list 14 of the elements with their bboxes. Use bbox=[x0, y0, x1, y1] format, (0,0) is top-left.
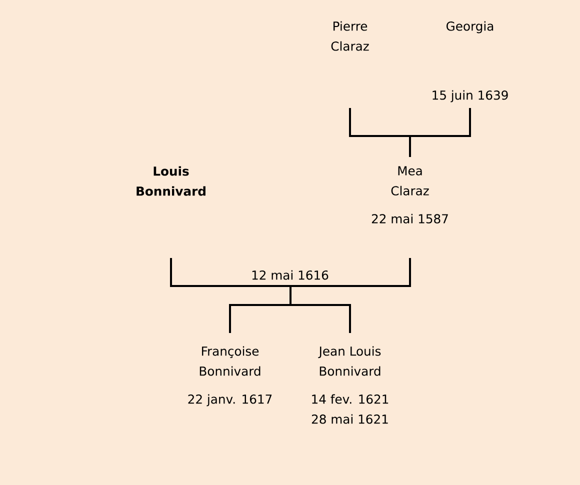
date-text: 15 juin 1639 bbox=[432, 90, 508, 102]
date-text: 14 fev. 1621 bbox=[312, 394, 388, 404]
family-line bbox=[290, 258, 411, 333]
person-name: Pierre Claraz bbox=[331, 21, 369, 51]
person-name: Georgia bbox=[446, 21, 494, 34]
date-text: 12 mai 1616 bbox=[252, 270, 328, 280]
person-name: Jean Louis Bonnivard bbox=[318, 346, 381, 376]
date-text: 22 mai 1587 bbox=[372, 214, 448, 224]
family-line bbox=[409, 108, 471, 157]
person-name: Françoise Bonnivard bbox=[200, 346, 260, 376]
date-text: 22 janv. 1617 bbox=[188, 394, 272, 406]
person-name: Louis Bonnivard bbox=[136, 166, 206, 196]
date-text: 28 mai 1621 bbox=[312, 414, 388, 424]
person-name: Mea Claraz bbox=[391, 166, 429, 196]
